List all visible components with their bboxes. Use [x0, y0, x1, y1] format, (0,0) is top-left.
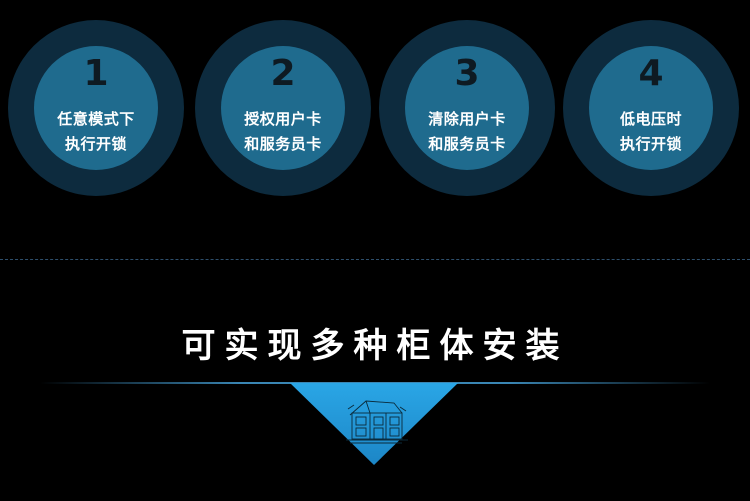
feature-number: 1	[83, 53, 109, 94]
triangle-badge	[290, 383, 458, 465]
feature-item-2: 2 授权用户卡 和服务员卡	[195, 20, 371, 196]
feature-circle: 2 授权用户卡 和服务员卡	[221, 46, 345, 170]
feature-line: 执行开锁	[619, 135, 682, 153]
feature-number: 4	[638, 53, 664, 94]
section-headline: 可实现多种柜体安装	[181, 326, 569, 366]
feature-item-1: 1 任意模式下 执行开锁	[8, 20, 184, 196]
feature-line: 任意模式下	[57, 110, 135, 128]
dashed-divider	[0, 259, 750, 260]
feature-circle: 3 清除用户卡 和服务员卡	[405, 46, 529, 170]
feature-line: 执行开锁	[64, 135, 127, 153]
feature-line: 和服务员卡	[244, 135, 322, 153]
house-sketch-icon	[346, 400, 408, 444]
feature-list: 1 任意模式下 执行开锁 2 授权用户卡 和服务员卡 3 清除用户卡 和服务员卡…	[0, 0, 750, 200]
feature-line: 和服务员卡	[428, 135, 506, 153]
feature-line: 授权用户卡	[244, 110, 322, 128]
feature-circle: 1 任意模式下 执行开锁	[34, 46, 158, 170]
feature-circle: 4 低电压时 执行开锁	[589, 46, 713, 170]
feature-line: 低电压时	[619, 110, 682, 128]
feature-number: 3	[454, 53, 480, 94]
feature-number: 2	[270, 53, 296, 94]
feature-item-4: 4 低电压时 执行开锁	[563, 20, 739, 196]
feature-line: 清除用户卡	[428, 110, 506, 128]
feature-item-3: 3 清除用户卡 和服务员卡	[379, 20, 555, 196]
